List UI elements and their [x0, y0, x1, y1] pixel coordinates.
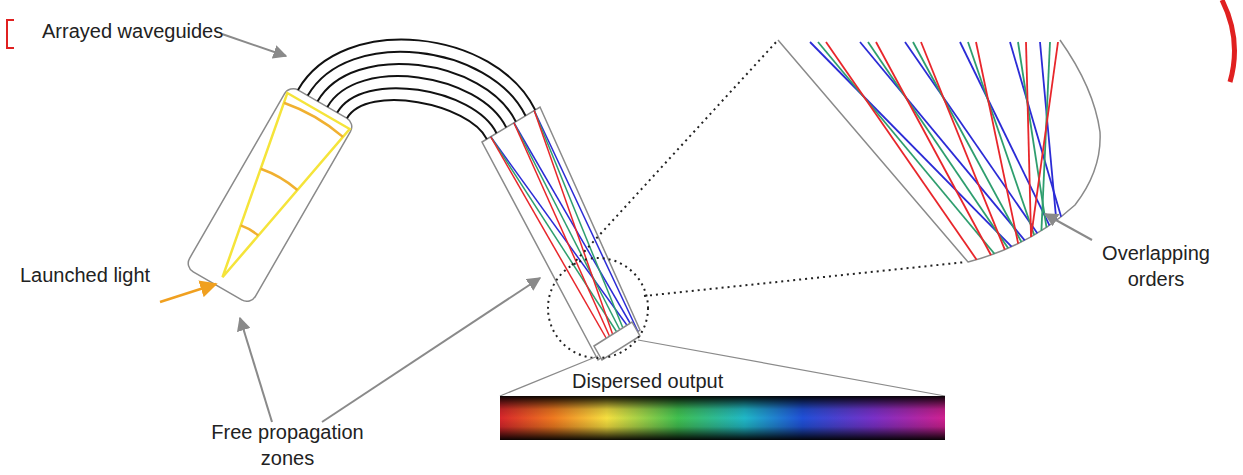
order-ray [818, 42, 994, 254]
output-waveguides [594, 322, 640, 360]
spectrum-shade [500, 396, 945, 440]
label: Dispersed output [572, 368, 723, 394]
zoom-line [572, 40, 778, 265]
order-ray [1026, 42, 1031, 237]
waveguide [337, 88, 496, 133]
order-ray [860, 42, 1025, 240]
order-ray [913, 42, 1021, 242]
light-fan [191, 93, 349, 295]
order-ray [968, 42, 1034, 235]
waveguide [318, 64, 516, 122]
label: Launched light [20, 262, 150, 288]
order-ray [534, 111, 627, 340]
order-ray [491, 137, 613, 350]
leader-arrow [322, 278, 540, 422]
right-slab [482, 107, 640, 360]
order-ray [826, 42, 977, 260]
leader-arrow [222, 34, 286, 56]
order-ray [1031, 42, 1058, 237]
zoom-circle [548, 258, 648, 358]
wavefront-arc [241, 225, 259, 236]
label: Free propagation zones [195, 419, 380, 471]
leader-arrow [240, 318, 272, 422]
order-ray [868, 42, 1008, 248]
leader-arrow [1045, 214, 1092, 240]
order-ray [921, 42, 1005, 250]
order-ray [514, 123, 625, 341]
order-ray [976, 42, 1018, 244]
waveguide [308, 52, 526, 116]
label: Overlapping orders [1092, 240, 1220, 292]
order-ray [534, 111, 638, 332]
zoom-inset [778, 40, 1100, 262]
launch-arrow [160, 284, 216, 302]
wavefront-arc [284, 100, 345, 137]
red-bracket [7, 20, 14, 48]
order-ray [810, 42, 1012, 247]
zoom-line [644, 262, 966, 296]
left-slab [185, 85, 356, 305]
red-arc [1222, 0, 1235, 82]
slab-outline [185, 85, 356, 305]
order-ray [514, 123, 615, 348]
waveguide [347, 100, 487, 139]
wavefront-arc [261, 167, 299, 190]
order-ray [491, 137, 634, 335]
spectrum-bar [500, 396, 945, 440]
label: Arrayed waveguides [42, 18, 223, 44]
